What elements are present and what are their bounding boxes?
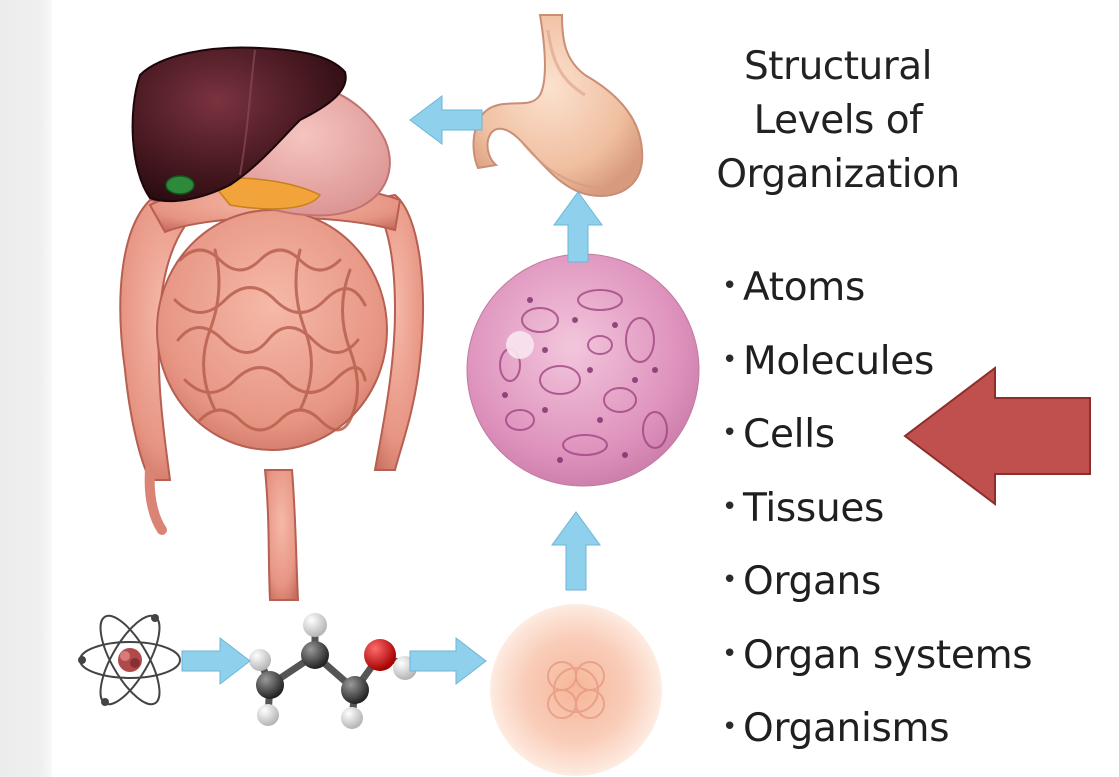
level-organisms: Organisms xyxy=(722,697,1032,771)
level-molecules: Molecules xyxy=(722,330,1032,404)
diagram-title: Structural Levels of Organization xyxy=(713,40,963,202)
arrow-tissue-to-organ xyxy=(554,192,602,262)
level-atoms: Atoms xyxy=(722,256,1032,330)
arrow-atom-to-molecule xyxy=(182,638,250,684)
levels-list: Atoms Molecules Cells Tissues Organs Org… xyxy=(722,256,1032,771)
level-cells: Cells xyxy=(722,403,1032,477)
arrow-cell-to-tissue xyxy=(552,512,600,590)
atom-icon xyxy=(78,608,180,713)
title-line-3: Organization xyxy=(713,148,963,202)
level-tissues: Tissues xyxy=(722,477,1032,551)
tissue-icon xyxy=(467,254,699,486)
arrow-organ-to-system xyxy=(410,96,482,144)
level-organs: Organs xyxy=(722,550,1032,624)
title-line-2: Levels of xyxy=(713,94,963,148)
cell-icon xyxy=(490,604,662,776)
level-organ-systems: Organ systems xyxy=(722,624,1032,698)
title-line-1: Structural xyxy=(713,40,963,94)
digestive-system-icon xyxy=(120,47,423,600)
molecule-icon xyxy=(249,613,417,729)
arrow-molecule-to-cell xyxy=(410,638,486,684)
stomach-icon xyxy=(474,15,643,196)
